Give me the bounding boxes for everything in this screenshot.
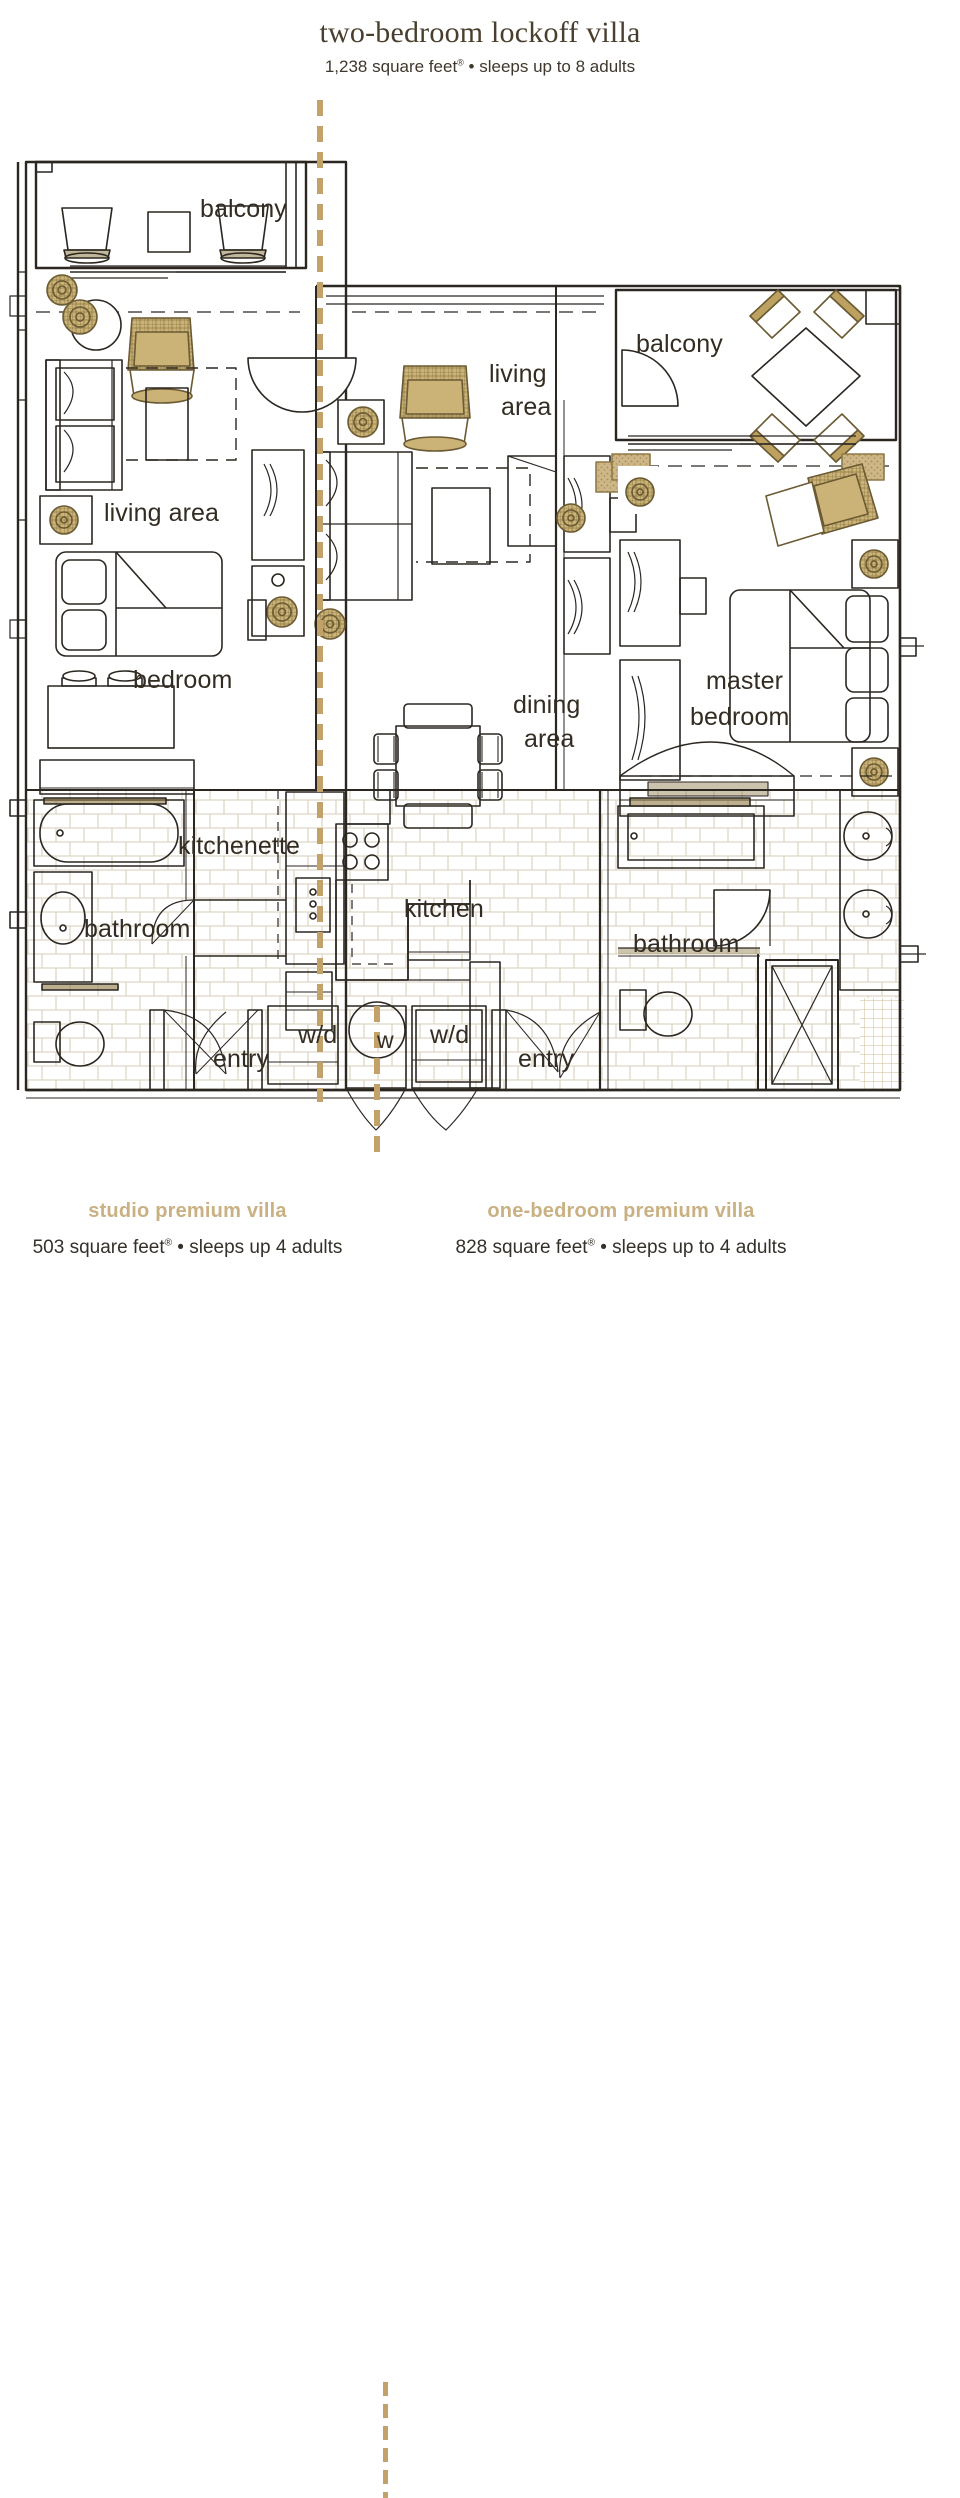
footer-divider [383, 2382, 388, 2498]
studio-occupancy: • sleeps up 4 adults [172, 1237, 343, 1258]
room-label-dining-area-1: dining [513, 691, 581, 719]
one-bedroom-mark: ® [587, 1237, 595, 1249]
kitchen-counters [335, 789, 501, 1089]
master-bedroom [611, 453, 924, 817]
side-table-center [337, 399, 385, 445]
right-entry [491, 1009, 601, 1091]
studio-villa-details: 503 square feet® • sleeps up 4 adults [0, 1237, 375, 1259]
sofa-left [45, 359, 123, 491]
room-label-kitchen: kitchen [404, 895, 484, 923]
room-label-entry-left: entry [213, 1045, 270, 1073]
nightstand-master-bottom [851, 747, 899, 797]
room-label-living-area-center: living [489, 360, 547, 388]
bed-master [729, 589, 889, 743]
floor-plan-page: two-bedroom lockoff villa 1,238 square f… [0, 16, 960, 2498]
sofa-center [315, 451, 413, 601]
nightstand-master-top [851, 539, 899, 589]
room-label-wd-right: w/d [430, 1021, 470, 1049]
accent-chair-master [765, 463, 879, 547]
room-label-balcony-right: balcony [636, 330, 723, 358]
side-table-master [618, 466, 658, 514]
studio-mark: ® [164, 1237, 173, 1249]
room-label-master-bedroom-2: bedroom [690, 703, 790, 731]
page-subtitle: 1,238 square feet® • sleeps up to 8 adul… [0, 57, 960, 77]
bathtub-left [33, 797, 185, 867]
page-title: two-bedroom lockoff villa [319, 16, 641, 49]
plan-header: two-bedroom lockoff villa 1,238 square f… [0, 16, 960, 77]
console-strip-left [39, 759, 195, 795]
room-label-bedroom-left: bedroom [133, 666, 233, 694]
right-balcony-furniture [621, 289, 901, 463]
total-area: 1,238 square feet [324, 57, 458, 76]
studio-area: 503 square feet [32, 1237, 165, 1258]
registered-mark: ® [457, 57, 464, 68]
footer-right: one-bedroom premium villa 828 square fee… [396, 1200, 846, 1259]
toilet-left [33, 1021, 105, 1067]
kitchenette [194, 790, 345, 1031]
side-table [46, 274, 78, 306]
bed-left [55, 551, 223, 657]
lockoff-divider [317, 100, 380, 1154]
vanity-left [33, 871, 119, 991]
accent-chair-left [127, 317, 195, 404]
room-label-kitchenette: kitchenette [178, 832, 301, 860]
room-label-bathroom-left: bathroom [84, 915, 191, 943]
left-studio [9, 271, 300, 795]
rug-center [416, 467, 531, 565]
room-label-washer-circle: w [377, 1027, 394, 1053]
room-label-living-area-center2: area [501, 393, 552, 421]
room-label-dining-area-2: area [524, 725, 575, 753]
studio-villa-title: studio premium villa [88, 1200, 287, 1222]
room-label-living-area-left: living area [104, 499, 220, 527]
floor-plan-drawing [0, 100, 960, 1180]
round-ottoman [62, 299, 122, 351]
console-left [39, 495, 93, 545]
left-balcony-furniture [35, 161, 286, 279]
one-bedroom-villa-details: 828 square feet® • sleeps up to 4 adults [396, 1237, 846, 1259]
media-wall-center [247, 449, 305, 641]
room-label-entry-right: entry [518, 1045, 575, 1073]
side-table-center-2 [266, 596, 298, 628]
right-bathroom [598, 789, 926, 1091]
window-left-wall [9, 271, 27, 639]
rug-left [126, 367, 237, 461]
dresser-left [47, 670, 175, 749]
dining-set [373, 703, 503, 829]
room-label-master-bedroom-1: master [706, 667, 784, 695]
room-label-bathroom-right: bathroom [633, 930, 740, 958]
toilet-right [619, 989, 693, 1037]
left-entry [149, 1009, 263, 1091]
dresser-master [619, 539, 707, 781]
accent-chair-center [399, 365, 471, 452]
room-label-wd-left: w/d [298, 1021, 338, 1049]
occupancy: • sleeps up to 8 adults [463, 57, 636, 76]
plan-footer: studio premium villa 503 square feet® • … [0, 1190, 960, 2498]
bathtub-right [617, 797, 765, 869]
shower-right [757, 954, 839, 1091]
one-bedroom-area: 828 square feet [455, 1237, 588, 1258]
plan-svg [9, 100, 926, 1154]
interior-walls [26, 286, 900, 1090]
footer-left: studio premium villa 503 square feet® • … [0, 1200, 375, 1259]
one-bedroom-villa-title: one-bedroom premium villa [487, 1200, 755, 1222]
one-bedroom-occupancy: • sleeps up to 4 adults [594, 1237, 787, 1258]
room-label-balcony-left: balcony [200, 195, 287, 223]
